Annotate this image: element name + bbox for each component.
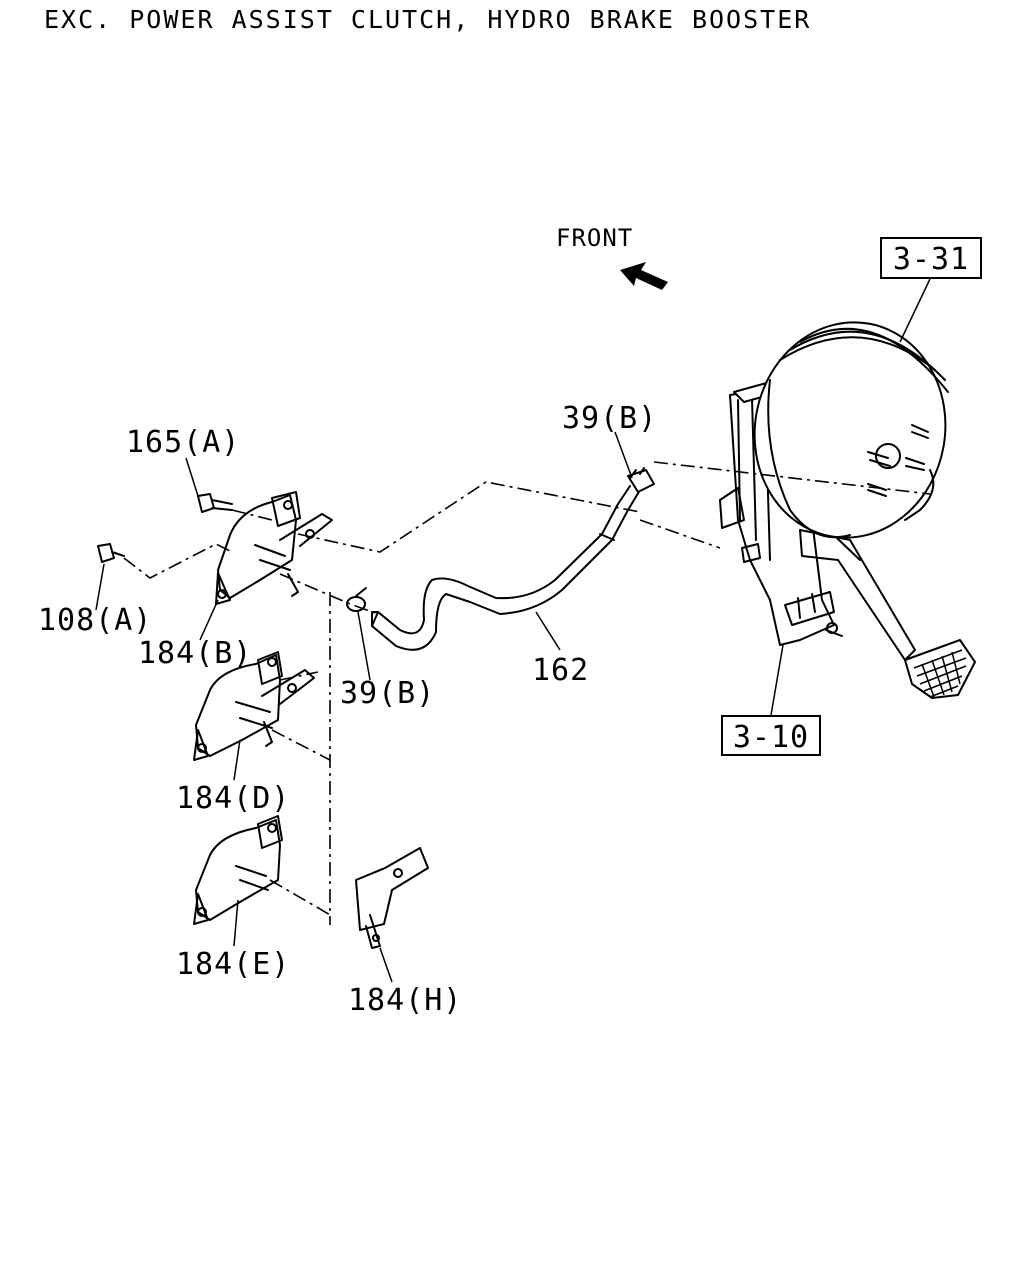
part-184d-label[interactable]: 184(D) xyxy=(176,781,290,816)
booster-studs xyxy=(867,424,929,497)
clip-184b xyxy=(215,491,333,605)
brake-booster-assembly xyxy=(719,321,976,699)
leader-lines xyxy=(95,431,633,983)
bolt-165a xyxy=(197,493,233,513)
part-184h-label[interactable]: 184(H) xyxy=(348,983,462,1018)
ref-3-31-label: 3-31 xyxy=(893,242,969,277)
ref-box-3-31[interactable]: 3-31 xyxy=(880,237,982,279)
pipe-162 xyxy=(371,485,641,651)
clip-184h xyxy=(355,847,429,949)
front-arrow-icon xyxy=(620,262,668,290)
part-184e-label[interactable]: 184(E) xyxy=(176,947,290,982)
part-108a-label[interactable]: 108(A) xyxy=(38,603,152,638)
diagram-title: EXC. POWER ASSIST CLUTCH, HYDRO BRAKE BO… xyxy=(44,5,811,34)
ref-3-10-label: 3-10 xyxy=(733,720,809,755)
part-162-label[interactable]: 162 xyxy=(532,653,589,688)
front-label: FRONT xyxy=(556,224,633,252)
assembly-lines xyxy=(123,461,931,925)
clip-39b-upper xyxy=(627,467,655,493)
part-184b-label[interactable]: 184(B) xyxy=(138,636,252,671)
ref-box-3-10[interactable]: 3-10 xyxy=(721,715,821,756)
bolt-108a xyxy=(97,543,125,563)
part-39b-upper-label[interactable]: 39(B) xyxy=(562,401,657,436)
pedal-pad-grid xyxy=(913,649,967,698)
clip-39b-lower xyxy=(346,587,367,612)
part-39b-lower-label[interactable]: 39(B) xyxy=(340,676,435,711)
part-165a-label[interactable]: 165(A) xyxy=(126,425,240,460)
clip-184e xyxy=(193,815,283,925)
